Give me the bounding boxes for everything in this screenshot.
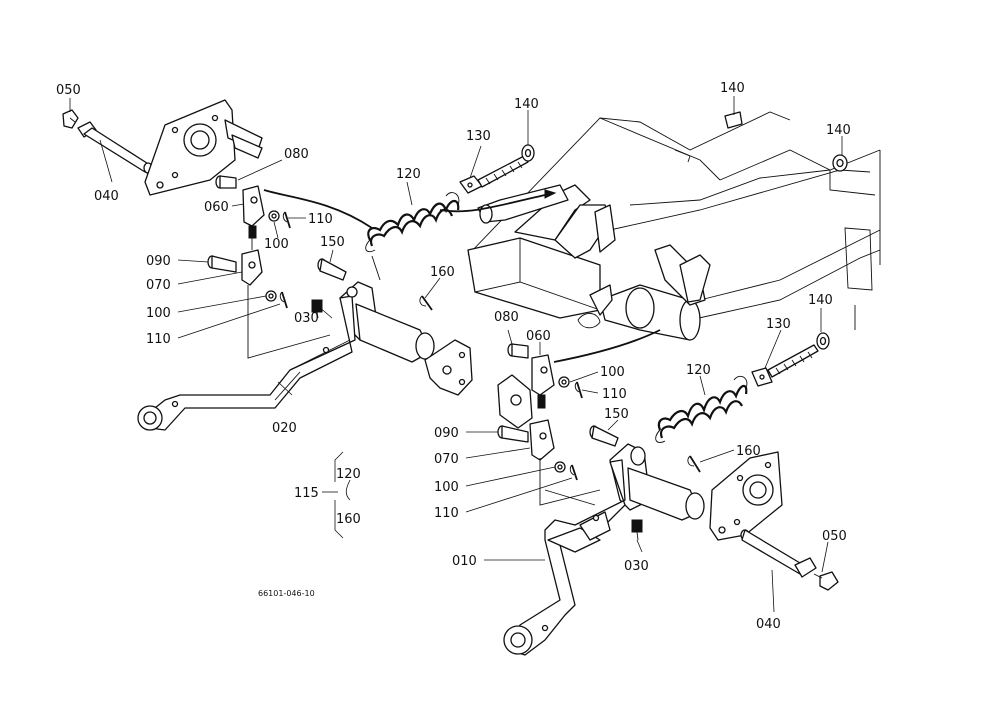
- flange-plate-right: [497, 374, 533, 429]
- clevis-060-right: [531, 354, 555, 409]
- nut-140-right: [816, 332, 830, 350]
- pin-150-left: [317, 258, 347, 281]
- label-100-left-lower: 100: [146, 306, 171, 321]
- label-115: 115: [294, 486, 319, 501]
- label-160-right: 160: [736, 444, 761, 459]
- label-115-120: 120: [336, 467, 361, 482]
- pin-080-left: [215, 175, 237, 189]
- pin-110-left-upper: [282, 211, 291, 229]
- label-100-right-upper: 100: [600, 365, 625, 380]
- clevis-070-right: [529, 419, 555, 461]
- label-030-right: 030: [624, 559, 649, 574]
- pedal-arm-020: [137, 281, 435, 431]
- label-090-right: 090: [434, 426, 459, 441]
- label-100-right-lower: 100: [434, 480, 459, 495]
- label-100-left-upper: 100: [264, 237, 289, 252]
- label-130-left: 130: [466, 129, 491, 144]
- adjust-bolt-130-right: [751, 344, 819, 387]
- label-110-left-lower: 110: [146, 332, 171, 347]
- bracket-plate-right: [709, 451, 783, 541]
- pedal-arm-010: [503, 443, 705, 656]
- drawing-number: 66101-046-10: [258, 589, 315, 598]
- label-070-right: 070: [434, 452, 459, 467]
- label-140-right: 140: [808, 293, 833, 308]
- label-160-left: 160: [430, 265, 455, 280]
- pin-040-right: [740, 529, 817, 578]
- mower-frame: [467, 111, 881, 341]
- label-140-top: 140: [720, 81, 745, 96]
- label-140-far-right: 140: [826, 123, 851, 138]
- nut-140-far-right: [832, 154, 848, 172]
- nut-140-top: [724, 111, 743, 129]
- grease-fitting-030-left: [311, 299, 323, 319]
- pin-110-right-lower: [569, 464, 578, 481]
- label-110-left-upper: 110: [308, 212, 333, 227]
- nut-140-left: [521, 144, 535, 162]
- pin-040-left: [77, 121, 153, 174]
- clevis-070-left: [241, 249, 263, 286]
- label-060-right: 060: [526, 329, 551, 344]
- pin-160-right: [687, 455, 701, 473]
- flange-plate-left: [424, 339, 473, 396]
- label-040-right: 040: [756, 617, 781, 632]
- label-050-right: 050: [822, 529, 847, 544]
- grease-fitting-030-right: [631, 519, 643, 541]
- pin-150-right: [589, 425, 619, 447]
- label-080-right: 080: [494, 310, 519, 325]
- label-040-left: 040: [94, 189, 119, 204]
- label-120-left: 120: [396, 167, 421, 182]
- clevis-060-left: [242, 185, 265, 239]
- label-110-right-upper: 110: [602, 387, 627, 402]
- left-assembly: [62, 99, 557, 431]
- washer-100-right-upper: [558, 376, 570, 388]
- washer-100-left-lower: [265, 290, 277, 302]
- adjust-bolt-130-left: [459, 155, 529, 194]
- cable-right: [553, 329, 661, 363]
- washer-100-left-upper: [268, 210, 280, 222]
- bolt-050-right: [813, 571, 839, 591]
- cable-left: [263, 189, 373, 229]
- label-150-left: 150: [320, 235, 345, 250]
- label-115-160: 160: [336, 512, 361, 527]
- label-050-left: 050: [56, 83, 81, 98]
- right-assembly: [497, 111, 848, 656]
- pin-110-left-lower: [279, 291, 288, 309]
- label-110-right-lower: 110: [434, 506, 459, 521]
- label-070-left: 070: [146, 278, 171, 293]
- bracket-plate-left: [144, 99, 263, 196]
- pin-160-left: [419, 295, 433, 311]
- label-030-left: 030: [294, 311, 319, 326]
- pin-090-right: [497, 425, 529, 443]
- bolt-050-left: [62, 109, 79, 129]
- spring-120-right: [655, 375, 748, 443]
- pin-110-right-upper: [574, 381, 583, 399]
- pin-080-right: [507, 343, 529, 359]
- label-140-left: 140: [514, 97, 539, 112]
- label-090-left: 090: [146, 254, 171, 269]
- pin-090-left: [207, 255, 237, 273]
- label-130-right: 130: [766, 317, 791, 332]
- leader-lines: [69, 96, 843, 613]
- washer-100-right-lower: [554, 461, 566, 473]
- label-020: 020: [272, 421, 297, 436]
- label-120-right: 120: [686, 363, 711, 378]
- label-080-left: 080: [284, 147, 309, 162]
- label-150-right: 150: [604, 407, 629, 422]
- label-060-left: 060: [204, 200, 229, 215]
- part-labels: 050 040 080 060 110 100 120 130 140 150 …: [56, 81, 851, 632]
- label-010: 010: [452, 554, 477, 569]
